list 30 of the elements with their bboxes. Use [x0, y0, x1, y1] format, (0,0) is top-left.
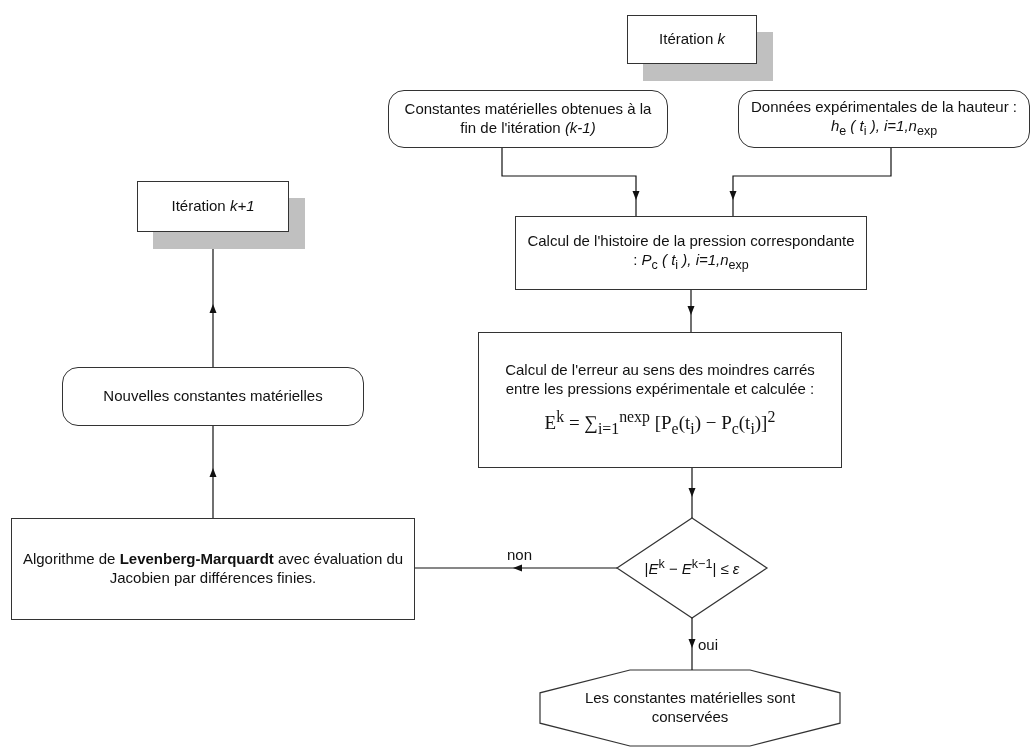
- arrow: [687, 289, 695, 333]
- rounded-box: [738, 90, 1030, 148]
- process-box: [627, 15, 757, 64]
- arrow: [688, 467, 696, 519]
- terminal-octagon: [540, 670, 840, 746]
- arrow: [729, 147, 892, 217]
- node-text: Itération k: [659, 30, 725, 49]
- node-text: Calcul de l'erreur au sens des moindres carrés entre les pressions expérimentale et calculée :: [504, 361, 816, 399]
- rounded-box: [388, 90, 668, 148]
- arrow: [414, 564, 618, 572]
- process-box: [515, 216, 867, 290]
- node-text: Données expérimentales de la hauteur : h$_{e}$ ( t$_{i}$ ), i=1,n$_{exp}$: [750, 98, 1018, 140]
- node-text: Nouvelles constantes matérielles: [103, 387, 323, 406]
- edge-label: oui: [696, 636, 721, 653]
- arrow: [209, 248, 217, 368]
- process-box: [478, 332, 842, 468]
- arrow: [688, 617, 696, 671]
- process-box: [137, 181, 289, 232]
- node-text: Algorithme de Levenberg-Marquardt avec évaluation du Jacobien par différences finies.: [22, 550, 404, 588]
- node-text: Les constantes matérielles sont conservées: [583, 689, 797, 727]
- process-box: [11, 518, 415, 620]
- node-text: Constantes matérielles obtenues à la fin de l'itération (k-1): [403, 100, 653, 138]
- arrow: [501, 147, 640, 217]
- decision-diamond: [617, 518, 767, 618]
- condition-text: |E$^{k}$ − E$^{k−1}$| ≤ ε: [644, 557, 740, 579]
- arrow: [209, 425, 217, 519]
- formula-text: E$^{k}$ = ∑$_{i=1}$$^{nexp}$ [P$_{e}$(t$_{i}$) − P$_{c}$(t$_{i}$)]$^{2}$: [544, 406, 776, 439]
- node-text: Calcul de l'histoire de la pression correspondante : P$_{c}$ ( t$_{i}$ ), i=1,n$_{exp}$: [526, 232, 856, 274]
- rounded-box: [62, 367, 364, 426]
- node-text: Itération k+1: [171, 197, 255, 216]
